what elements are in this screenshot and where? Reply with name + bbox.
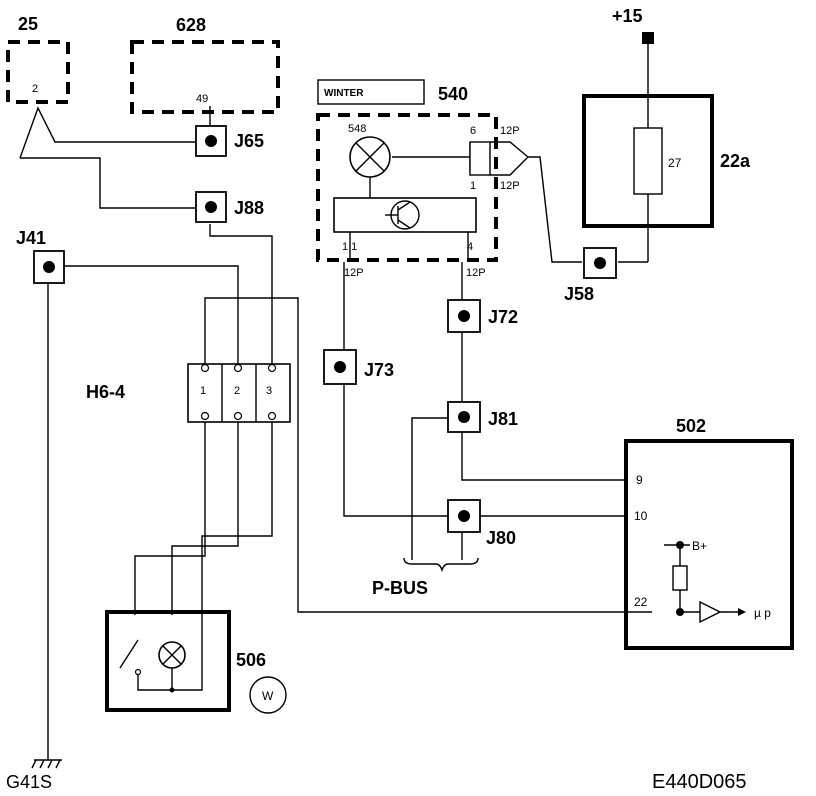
transistor-module: [333, 197, 477, 233]
label-code: E440D065: [652, 771, 747, 793]
label-j72: J72: [488, 307, 518, 327]
component-540-box: [316, 113, 498, 262]
label-pin-10: 10: [634, 509, 648, 523]
label-j58: J58: [564, 284, 594, 304]
winter-label-box: [317, 79, 425, 105]
resistor-icon: [672, 565, 688, 591]
label-pbus: P-BUS: [372, 578, 428, 598]
label-pin-22: 22: [634, 595, 648, 609]
label-j41: J41: [16, 228, 46, 248]
switch-icon: [119, 639, 139, 669]
label-plus15: +15: [612, 6, 643, 26]
terminal-plus15-icon: [642, 32, 654, 44]
label-bplus: B+: [692, 539, 707, 553]
label-12p-b: 12P: [500, 180, 520, 192]
label-j73: J73: [364, 360, 394, 380]
label-12p-d: 12P: [466, 267, 486, 279]
label-628-pin: 49: [196, 93, 208, 105]
label-h-pin-1: 1: [200, 385, 206, 397]
pbus-bracket: [403, 557, 479, 573]
label-h-pin-3: 3: [266, 385, 272, 397]
label-pin-4: 4: [467, 241, 473, 253]
w-symbol-icon: [249, 676, 287, 714]
label-506: 506: [236, 650, 266, 670]
label-628: 628: [176, 15, 206, 35]
label-j65: J65: [234, 131, 264, 151]
label-22a: 22a: [720, 151, 751, 171]
label-pin-9: 9: [636, 473, 643, 487]
junction-j80: [447, 499, 481, 533]
component-502-box: [624, 439, 794, 650]
label-25: 25: [18, 14, 38, 34]
label-548: 548: [348, 123, 366, 135]
junctions: [33, 125, 617, 533]
label-540: 540: [438, 84, 468, 104]
label-j80: J80: [486, 528, 516, 548]
label-27: 27: [668, 156, 682, 170]
label-502: 502: [676, 416, 706, 436]
label-j81: J81: [488, 409, 518, 429]
label-h6-4: H6-4: [86, 382, 125, 402]
label-mup: µ p: [754, 606, 771, 620]
resistor-27: [633, 127, 663, 195]
ground-icon: [31, 759, 62, 769]
amplifier-icon: [699, 600, 722, 624]
label-winter: WINTER: [324, 88, 364, 99]
component-628-box: [130, 40, 280, 114]
label-g41s: G41S: [6, 772, 52, 792]
connector-12p: [469, 141, 491, 176]
label-12p-a: 12P: [500, 125, 520, 137]
label-j88: J88: [234, 198, 264, 218]
label-pin-6: 6: [470, 125, 476, 137]
label-12p-c: 12P: [344, 267, 364, 279]
component-506-box: [105, 610, 231, 712]
label-h-pin-2: 2: [234, 385, 240, 397]
label-w: W: [262, 689, 274, 703]
label-25-pin: 2: [32, 83, 38, 95]
component-22a-box: [582, 94, 714, 228]
component-25-box: [6, 40, 70, 104]
label-pin-11: 1 1: [342, 241, 357, 253]
label-pin-1: 1: [470, 180, 476, 192]
arrow-icon: [738, 608, 746, 616]
